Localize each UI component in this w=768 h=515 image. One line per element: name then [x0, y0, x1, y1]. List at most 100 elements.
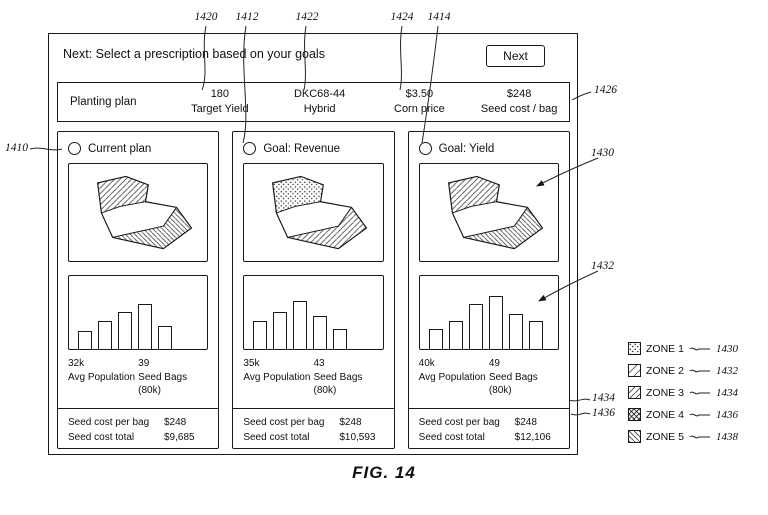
legend-row-zone1: ZONE 1 1430: [628, 342, 738, 355]
ref-numeral-1434: 1434: [592, 392, 615, 404]
bar: [428, 329, 443, 349]
prescription-panels: Current plan 32k Avg Popul: [57, 131, 570, 449]
legend-label: ZONE 4: [646, 408, 684, 421]
summary-field-target-yield: 180 Target Yield: [170, 87, 270, 117]
legend-row-zone2: ZONE 2 1432: [628, 364, 738, 377]
panel-goal-yield[interactable]: Goal: Yield 40k Avg Popula: [407, 131, 570, 450]
ref-numeral-1430: 1430: [591, 147, 614, 159]
ref-numeral-1410: 1410: [5, 142, 28, 154]
leader-squiggle: [689, 347, 710, 350]
zone3-swatch-icon: [628, 386, 641, 399]
panel-stats: 32k Avg Population 39 Seed Bags (80k): [68, 357, 208, 398]
stat-value: 49: [488, 358, 500, 369]
legend-label: ZONE 2: [646, 364, 684, 377]
stat-seed-bags: 39 Seed Bags (80k): [138, 357, 208, 398]
legend-ref: 1434: [715, 386, 738, 399]
field-value: $3.50: [405, 88, 434, 101]
stat-label: Seed Bags (80k): [313, 371, 363, 397]
bar: [488, 296, 503, 349]
cost-total-row: Seed cost total $9,685: [68, 430, 208, 446]
cost-label: Seed cost per bag: [418, 416, 500, 428]
zone2-swatch-icon: [628, 364, 641, 377]
stat-label: Avg Population: [418, 371, 486, 383]
bar: [118, 311, 132, 349]
stat-avg-population: 32k Avg Population: [68, 357, 138, 398]
radio-icon[interactable]: [68, 142, 81, 155]
field-value: $248: [506, 88, 532, 101]
cost-value: $248: [339, 416, 362, 428]
field-label: Hybrid: [303, 103, 336, 115]
field-map-graphic: [97, 175, 193, 249]
legend-label: ZONE 5: [646, 430, 684, 443]
stat-value: 39: [138, 358, 150, 369]
ref-numeral-1412: 1412: [235, 11, 259, 23]
legend-ref: 1432: [715, 364, 738, 377]
zone-legend: ZONE 1 1430 ZONE 2 1432 ZONE 3 1434 ZONE…: [628, 342, 738, 452]
stat-value: 35k: [243, 358, 260, 369]
ref-numeral-1432: 1432: [591, 260, 614, 272]
cost-value: $248: [514, 416, 537, 428]
app-window: Next: Select a prescription based on you…: [48, 33, 578, 455]
panel-header: Goal: Revenue: [243, 142, 383, 155]
panel-title: Goal: Revenue: [263, 142, 341, 155]
leader-squiggle: [689, 369, 710, 372]
bar-series: [253, 289, 373, 349]
ref-numeral-1436: 1436: [592, 407, 615, 419]
ref-numeral-1426: 1426: [594, 84, 617, 96]
field-value: DKC68-44: [293, 88, 346, 101]
stat-seed-bags: 43 Seed Bags (80k): [313, 357, 383, 398]
panel-goal-revenue[interactable]: Goal: Revenue 35k Avg Popu: [232, 131, 395, 449]
cost-label: Seed cost total: [418, 432, 485, 443]
field-zone-map: [418, 163, 559, 262]
stat-value: 40k: [418, 358, 435, 369]
field-label: Target Yield: [191, 103, 249, 115]
stat-label: Avg Population: [68, 371, 136, 383]
stat-seed-bags: 49 Seed Bags (80k): [489, 357, 559, 398]
zone4-swatch-icon: [628, 408, 641, 421]
population-bar-chart: [68, 275, 209, 350]
field-zone-map: [243, 163, 384, 262]
bar: [508, 314, 523, 349]
cost-label: Seed cost per bag: [68, 416, 150, 428]
legend-row-zone4: ZONE 4 1436: [628, 408, 738, 421]
field-label: Seed cost / bag: [480, 103, 558, 115]
stat-label: Seed Bags (80k): [138, 371, 188, 397]
bar-series: [78, 289, 198, 349]
legend-label: ZONE 3: [646, 386, 684, 399]
radio-icon[interactable]: [418, 142, 432, 155]
bar: [528, 320, 543, 349]
cost-label: Seed cost total: [243, 432, 310, 443]
figure-caption: FIG. 14: [352, 463, 416, 482]
cost-per-bag-row: Seed cost per bag $248: [243, 415, 383, 431]
radio-icon[interactable]: [243, 142, 257, 155]
panel-current-plan[interactable]: Current plan 32k Avg Popul: [57, 131, 220, 449]
panel-title: Goal: Yield: [438, 142, 495, 155]
cost-per-bag-row: Seed cost per bag $248: [68, 415, 208, 431]
legend-row-zone5: ZONE 5 1438: [628, 430, 738, 443]
field-map-graphic: [447, 175, 544, 249]
field-label: Corn price: [394, 103, 445, 115]
panel-costs: Seed cost per bag $248 Seed cost total $…: [408, 407, 569, 450]
panel-header: Goal: Yield: [418, 142, 559, 155]
cost-total-row: Seed cost total $12,106: [419, 430, 559, 446]
bar: [333, 329, 348, 349]
stat-avg-population: 35k Avg Population: [243, 357, 313, 398]
zone1-swatch-icon: [628, 342, 641, 355]
population-bar-chart: [418, 275, 559, 350]
bar: [468, 304, 483, 349]
stat-value: 43: [313, 358, 325, 369]
cost-value: $12,106: [514, 432, 551, 443]
panel-stats: 35k Avg Population 43 Seed Bags (80k): [243, 357, 383, 398]
summary-field-hybrid: DKC68-44 Hybrid: [270, 87, 370, 117]
bar: [98, 321, 112, 349]
window-title: Next: Select a prescription based on you…: [63, 47, 325, 61]
ref-numeral-1424: 1424: [390, 11, 414, 23]
legend-ref: 1430: [715, 342, 738, 355]
legend-label: ZONE 1: [646, 342, 684, 355]
next-button[interactable]: Next: [486, 45, 545, 67]
stat-value: 32k: [68, 358, 85, 369]
bar: [313, 316, 328, 349]
cost-label: Seed cost total: [68, 432, 135, 443]
cost-total-row: Seed cost total $10,593: [243, 430, 383, 446]
